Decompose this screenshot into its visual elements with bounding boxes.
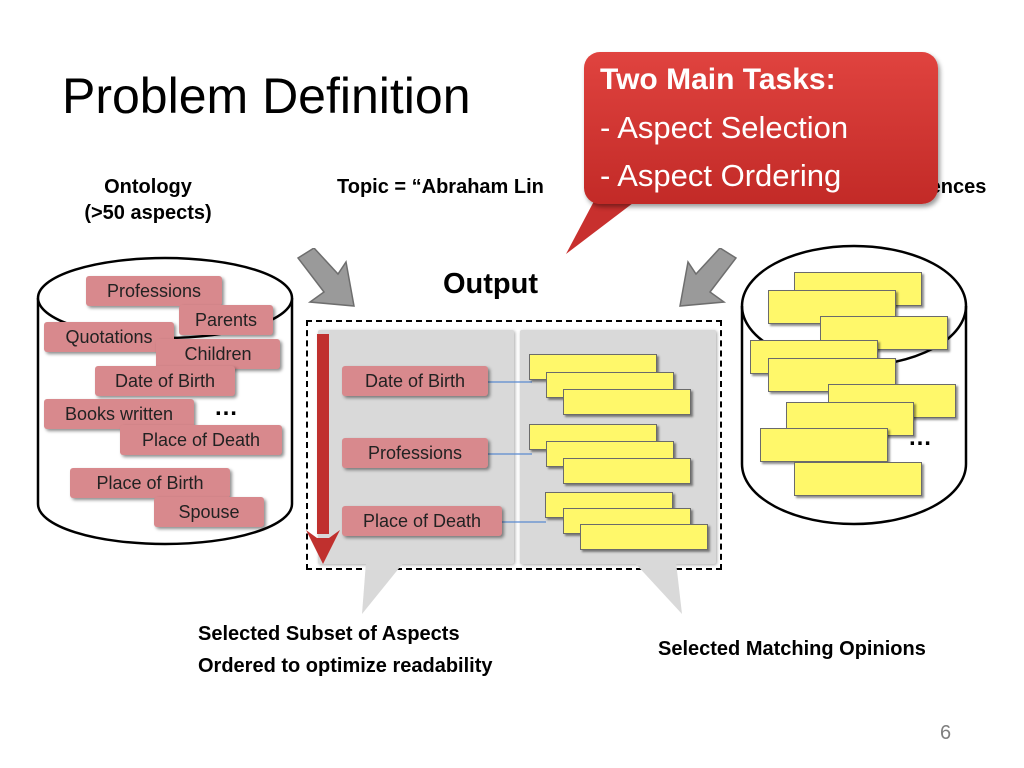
topic-label: Topic = “Abraham Lin: [337, 176, 544, 198]
selected-aspect-place-of-death: Place of Death: [342, 506, 502, 536]
aspects-caption: Selected Subset of Aspects Ordered to op…: [198, 618, 493, 682]
opinion-card: [580, 524, 708, 550]
aspect-tag-place-of-birth: Place of Birth: [70, 468, 230, 498]
opinion-card: [760, 428, 888, 462]
aspect-tag-professions: Professions: [86, 276, 222, 306]
aspect-tag-quotations: Quotations: [44, 322, 174, 352]
output-box: [306, 320, 722, 570]
selected-aspect-date-of-birth: Date of Birth: [342, 366, 488, 396]
aspects-caption-line2: Ordered to optimize readability: [198, 655, 493, 677]
aspect-tag-parents: Parents: [179, 305, 273, 335]
opinion-bubble-pointer: [634, 562, 682, 614]
input-arrow-right-icon: [679, 248, 738, 307]
order-arrow-icon: [306, 334, 340, 564]
input-arrow-left-icon: [296, 248, 355, 307]
ontology-caption: Ontology (>50 aspects): [48, 174, 248, 226]
page-number: 6: [940, 722, 952, 744]
opinion-card: [563, 458, 691, 484]
topic-label-tail: tences: [923, 176, 987, 198]
aspects-caption-line1: Selected Subset of Aspects: [198, 623, 460, 645]
aspect-bubble-pointer: [362, 562, 404, 614]
opinions-caption: Selected Matching Opinions: [658, 638, 926, 660]
aspect-tag-date-of-birth: Date of Birth: [95, 366, 235, 396]
opinions-ellipsis: …: [908, 424, 932, 451]
output-label: Output: [443, 268, 539, 300]
aspect-tag-books-written: Books written: [44, 399, 194, 429]
aspect-tag-children: Children: [156, 339, 280, 369]
opinion-card: [563, 389, 691, 415]
ontology-ellipsis: …: [214, 394, 238, 421]
aspect-tag-place-of-death: Place of Death: [120, 425, 282, 455]
callout-item-aspect-selection: - Aspect Selection: [600, 110, 849, 145]
aspect-tag-spouse: Spouse: [154, 497, 264, 527]
opinion-card: [794, 462, 922, 496]
selected-aspect-professions: Professions: [342, 438, 488, 468]
callout-heading: Two Main Tasks:: [600, 63, 836, 96]
tasks-callout: Two Main Tasks: - Aspect Selection - Asp…: [584, 52, 938, 204]
page-title: Problem Definition: [62, 68, 471, 124]
ontology-label: Ontology: [104, 176, 192, 198]
callout-item-aspect-ordering: - Aspect Ordering: [600, 158, 842, 193]
ontology-count-label: (>50 aspects): [84, 202, 212, 224]
